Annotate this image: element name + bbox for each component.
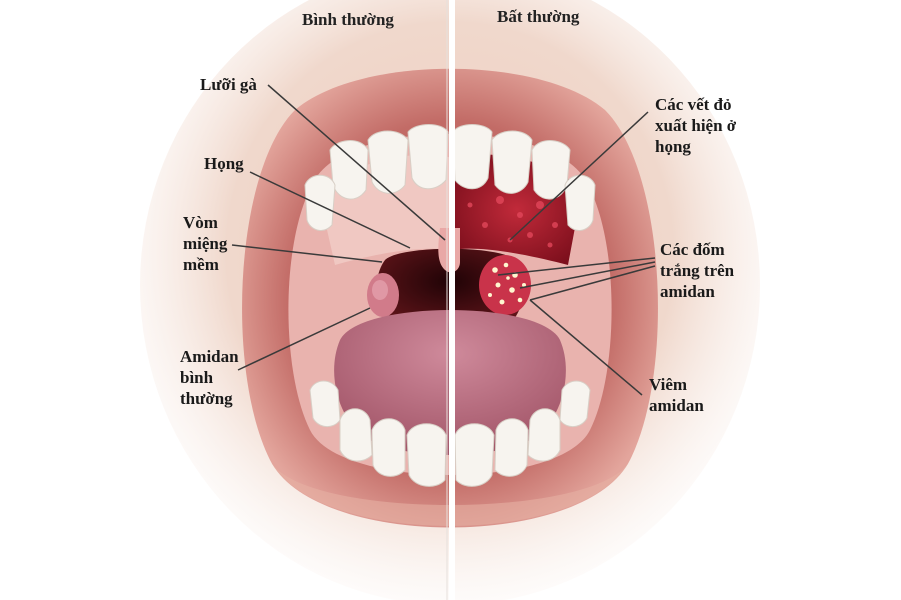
label-tonsillitis: Viêm amidan — [649, 374, 704, 416]
header-abnormal: Bất thường — [497, 7, 579, 27]
label-throat: Họng — [204, 153, 244, 174]
label-white-spots-line3: amidan — [660, 281, 734, 302]
normal-tonsil-highlight — [372, 280, 388, 300]
label-soft-palate-line3: mềm — [183, 254, 227, 275]
label-normal-tonsil-line1: Amidan — [180, 346, 239, 367]
label-soft-palate-line1: Vòm — [183, 212, 227, 233]
label-soft-palate: Vòm miệng mềm — [183, 212, 227, 275]
label-white-spots: Các đốm trắng trên amidan — [660, 239, 734, 302]
label-tonsillitis-line2: amidan — [649, 395, 704, 416]
label-soft-palate-line2: miệng — [183, 233, 227, 254]
divider — [449, 0, 455, 600]
header-normal: Bình thường — [302, 10, 394, 30]
label-white-spots-line1: Các đốm — [660, 239, 734, 260]
label-red-spots: Các vết đỏ xuất hiện ở họng — [655, 94, 736, 157]
label-normal-tonsil-line3: thường — [180, 388, 239, 409]
label-white-spots-line2: trắng trên — [660, 260, 734, 281]
label-red-spots-line3: họng — [655, 136, 736, 157]
label-normal-tonsil: Amidan bình thường — [180, 346, 239, 409]
label-red-spots-line1: Các vết đỏ — [655, 94, 736, 115]
label-red-spots-line2: xuất hiện ở — [655, 115, 736, 136]
label-uvula: Lưỡi gà — [200, 74, 257, 95]
label-normal-tonsil-line2: bình — [180, 367, 239, 388]
label-tonsillitis-line1: Viêm — [649, 374, 704, 395]
